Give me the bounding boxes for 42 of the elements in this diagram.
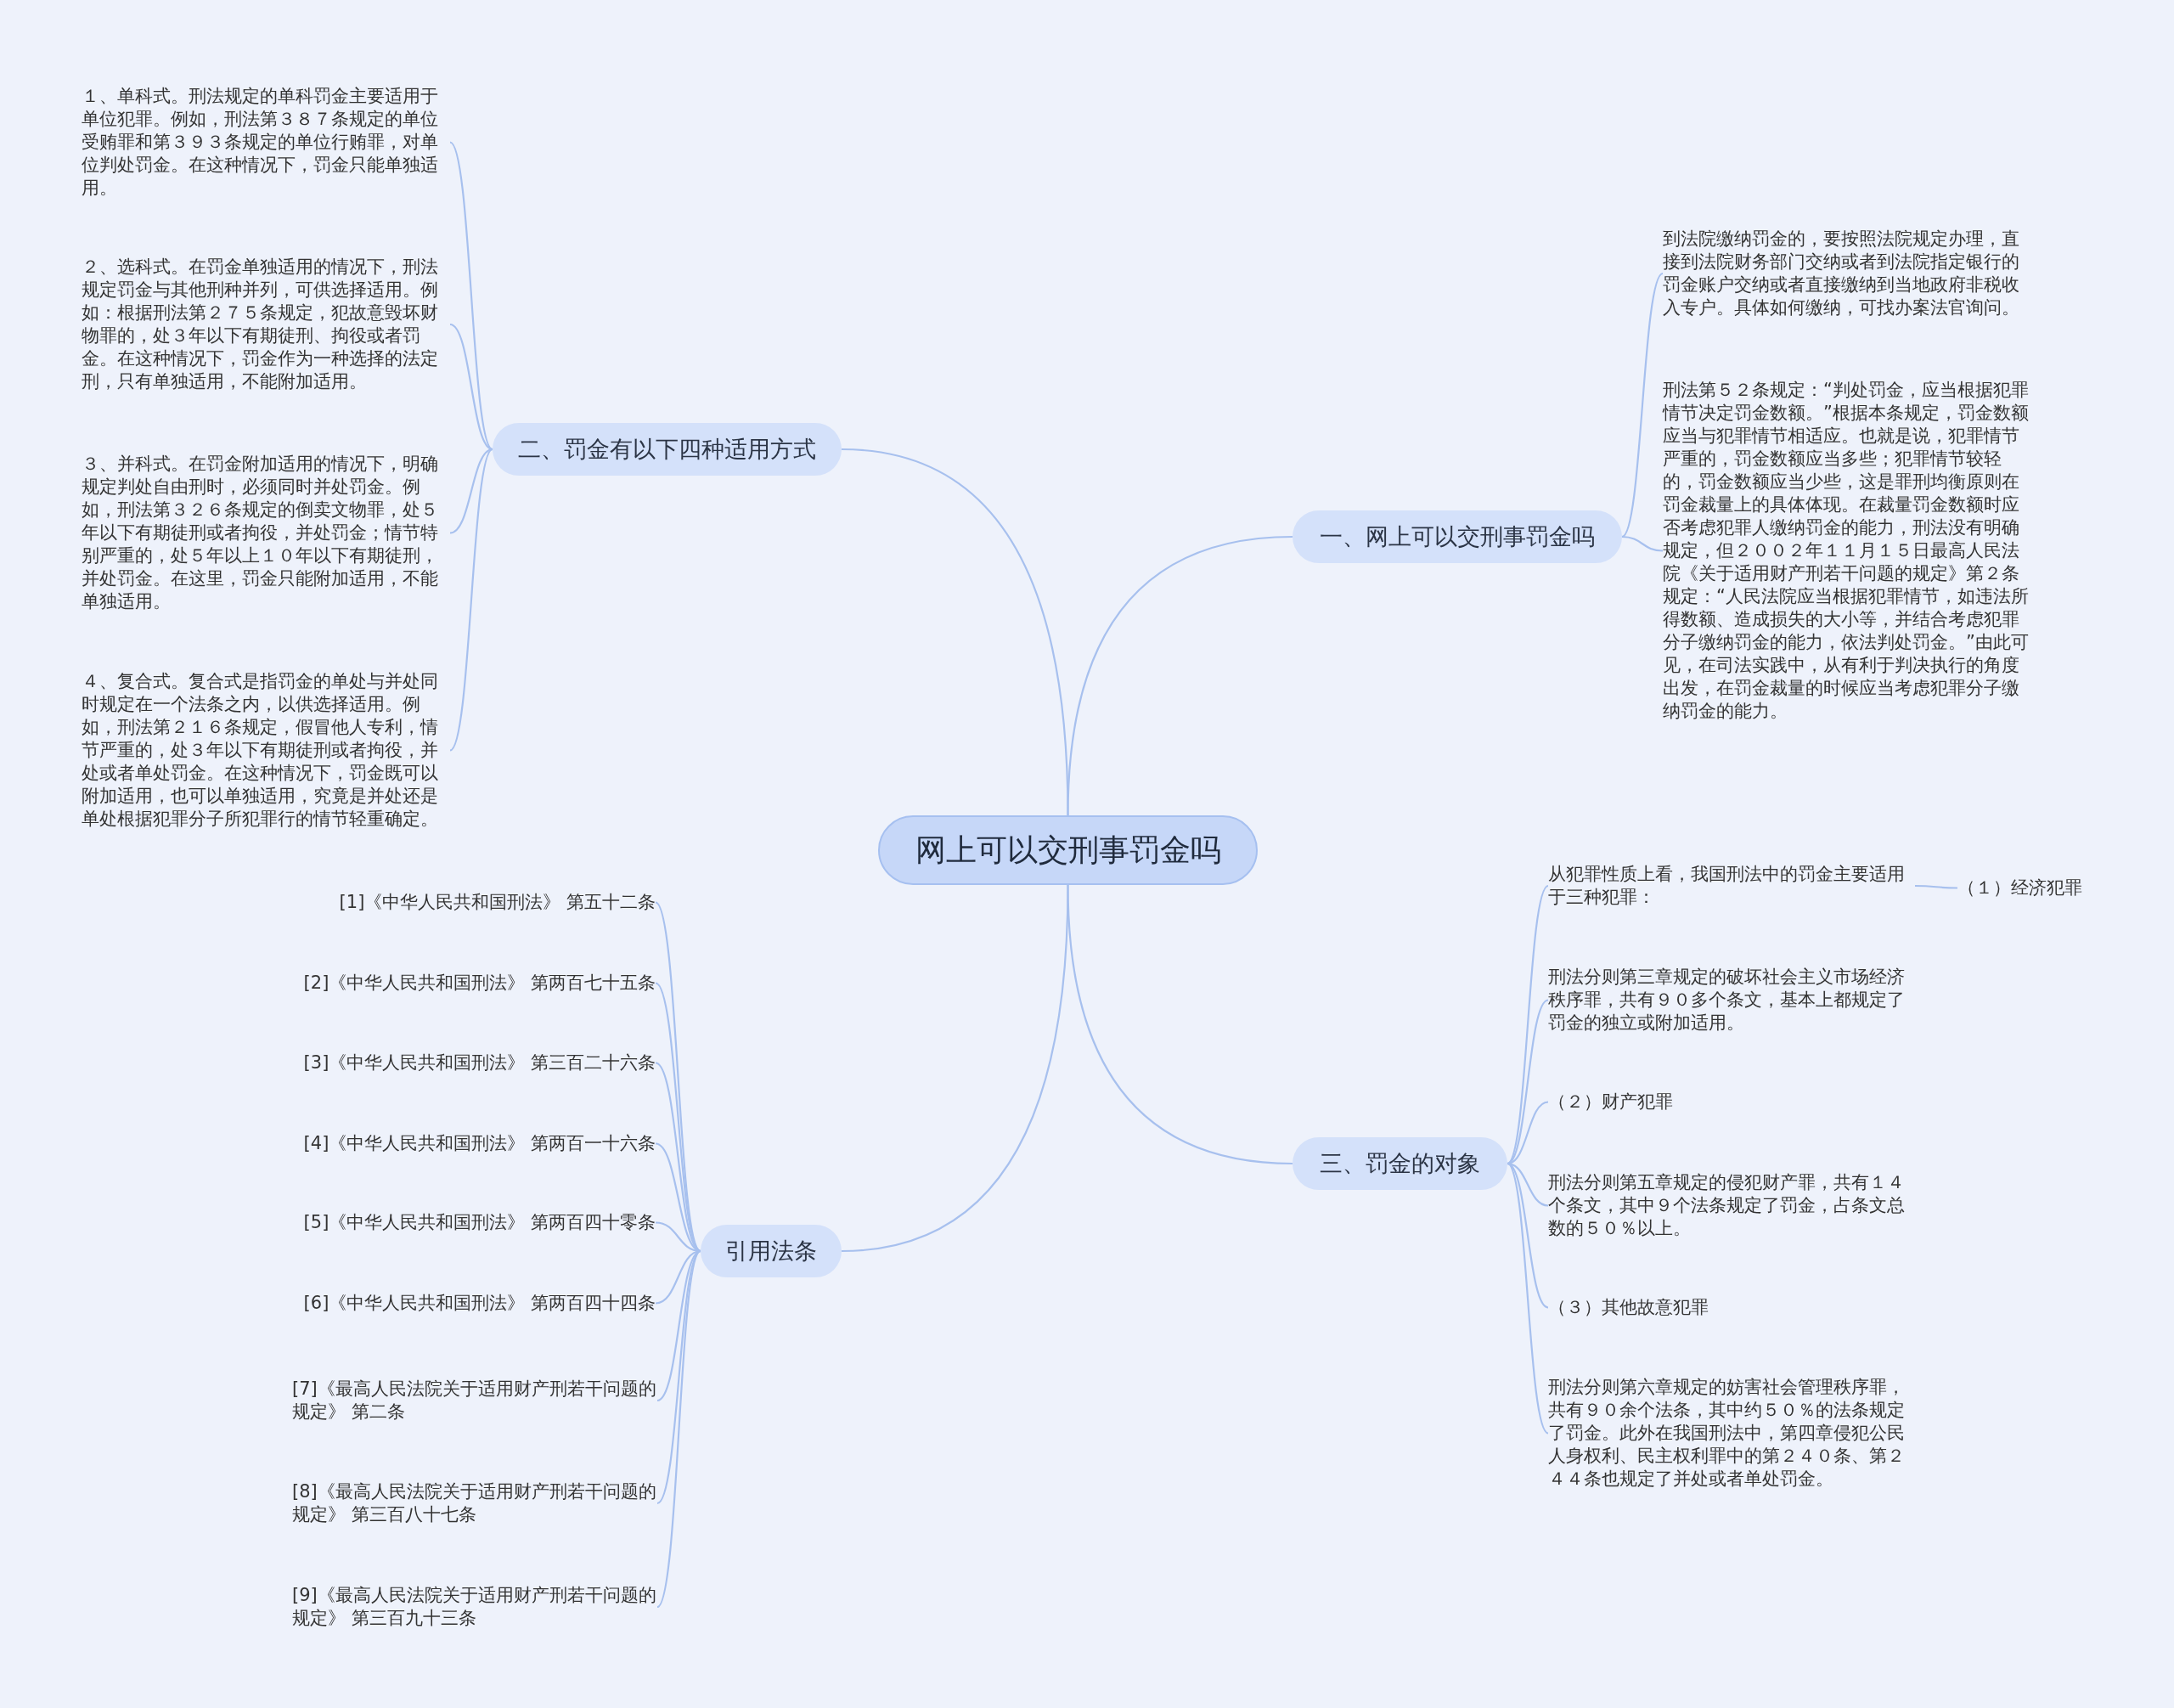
subtopic-text: 刑法第５２条规定：“判处罚金，应当根据犯罪情节决定罚金数额。”根据本条规定，罚金数额应当与犯罪情节相适应。也就是说，犯罪情节严重的，罚金数额应当多些；犯罪情节较轻的，罚金数额应当少些，这是罪刑均衡原则在罚金裁量上的具体体现。在裁量罚金数额时应否考虑犯罪人缴纳罚金的能力，刑法没有明确规定，但２００２年１１月１５日最高人民法院《关于适用财产刑若干问题的规定》第２条规定：“人民法院应当根据犯罪情节，如违法所得数额、造成损失的大小等，并结合考虑犯罪分子缴纳罚金的能力，依法判处罚金。”由此可见，在司法实践中，从有利于判决执行的角度出发，在罚金裁量的时候应当考虑犯罪分子缴纳罚金的能力。 <box>1663 379 2030 723</box>
main-topic: 三、罚金的对象 <box>1293 1137 1507 1190</box>
central-topic: 网上可以交刑事罚金吗 <box>878 815 1258 885</box>
connector-line <box>449 448 493 534</box>
main-topic: 一、网上可以交刑事罚金吗 <box>1293 510 1622 563</box>
subtopic-text: （２）财产犯罪 <box>1548 1091 1673 1113</box>
connector-line <box>1507 999 1549 1164</box>
subtopic-text: 刑法分则第五章规定的侵犯财产罪，共有１４个条文，其中９个法条规定了罚金，占条文总数的５０％以上。 <box>1548 1171 1915 1240</box>
connector-line <box>1915 884 1957 889</box>
subtopic-text: ４、复合式。复合式是指罚金的单处与并处同时规定在一个法条之内，以供选择适用。例如，刑法第２１６条规定，假冒他人专利，情节严重的，处３年以下有期徒刑或者拘役，并处或者单处罚金。在这种情况下，罚金既可以附加适用，也可以单独适用，究竟是并处还是单处根据犯罪分子所犯罪行的情节轻重确定。 <box>82 670 450 831</box>
connector-line <box>449 324 493 450</box>
connector-line <box>449 141 493 450</box>
subtopic-text: 刑法分则第六章规定的妨害社会管理秩序罪，共有９０余个法条，其中约５０％的法条规定了罚金。此外在我国刑法中，第四章侵犯公民人身权利、民主权利罪中的第２４０条、第２４４条也规定了并处或者单处罚金。 <box>1548 1376 1915 1491</box>
connector-line <box>841 448 1069 816</box>
connector-line <box>1507 885 1549 1164</box>
connector-line <box>1621 535 1664 552</box>
subtopic-text: [5]《中华人民共和国刑法》 第两百四十零条 <box>303 1211 656 1234</box>
subtopic-text: [9]《最高人民法院关于适用财产刑若干问题的规定》 第三百九十三条 <box>292 1584 657 1630</box>
subtopic-text: [7]《最高人民法院关于适用财产刑若干问题的规定》 第二条 <box>292 1378 657 1423</box>
connector-line <box>656 1250 701 1608</box>
subtopic-text: 到法院缴纳罚金的，要按照法院规定办理，直接到法院财务部门交纳或者到法院指定银行的罚金账户交纳或者直接缴纳到当地政府非税收入专户。具体如何缴纳，可找办案法官询问。 <box>1663 228 2030 319</box>
subtopic-text: 从犯罪性质上看，我国刑法中的罚金主要适用于三种犯罪： <box>1548 863 1915 909</box>
subtopic-text: １、单科式。刑法规定的单科罚金主要适用于单位犯罪。例如，刑法第３８７条规定的单位受贿罪和第３９３条规定的单位行贿罪，对单位判处罚金。在这种情况下，罚金只能单独适用。 <box>82 85 450 200</box>
subtopic-text: 刑法分则第三章规定的破坏社会主义市场经济秩序罪，共有９０多个条文，基本上都规定了罚金的独立或附加适用。 <box>1548 966 1915 1034</box>
subtopic-text: [1]《中华人民共和国刑法》 第五十二条 <box>339 891 656 914</box>
subtopic-text: [6]《中华人民共和国刑法》 第两百四十四条 <box>303 1292 656 1315</box>
connector-line <box>1621 273 1664 538</box>
subtopic-text: [8]《最高人民法院关于适用财产刑若干问题的规定》 第三百八十七条 <box>292 1480 657 1526</box>
subtopic-text: （１）经济犯罪 <box>1957 877 2082 899</box>
main-topic: 引用法条 <box>701 1225 842 1277</box>
connector-line <box>841 884 1069 1253</box>
subtopic-text: ２、选科式。在罚金单独适用的情况下，刑法规定罚金与其他刑种并列，可供选择适用。例如：根据刑法第２７５条规定，犯故意毁坏财物罪的，处３年以下有期徒刑、拘役或者罚金。在这种情况下，罚金作为一种选择的法定刑，只有单独适用，不能附加适用。 <box>82 256 450 393</box>
connector-line <box>655 901 701 1252</box>
subtopic-text: （３）其他故意犯罪 <box>1548 1296 1709 1319</box>
connector-line <box>1507 1163 1549 1435</box>
subtopic-text: [4]《中华人民共和国刑法》 第两百一十六条 <box>303 1132 656 1155</box>
connector-line <box>449 448 493 752</box>
connector-line <box>1507 1163 1549 1309</box>
subtopic-text: ３、并科式。在罚金附加适用的情况下，明确规定判处自由刑时，必须同时并处罚金。例如，刑法第３２６条规定的倒卖文物罪，处５年以下有期徒刑或者拘役，并处罚金；情节特别严重的，处５年以上１０年以下有期徒刑，并处罚金。在这里，罚金只能附加适用，不能单独适用。 <box>82 453 450 613</box>
main-topic: 二、罚金有以下四种适用方式 <box>493 423 842 476</box>
subtopic-text: [2]《中华人民共和国刑法》 第两百七十五条 <box>303 972 656 995</box>
subtopic-text: [3]《中华人民共和国刑法》 第三百二十六条 <box>303 1051 656 1074</box>
